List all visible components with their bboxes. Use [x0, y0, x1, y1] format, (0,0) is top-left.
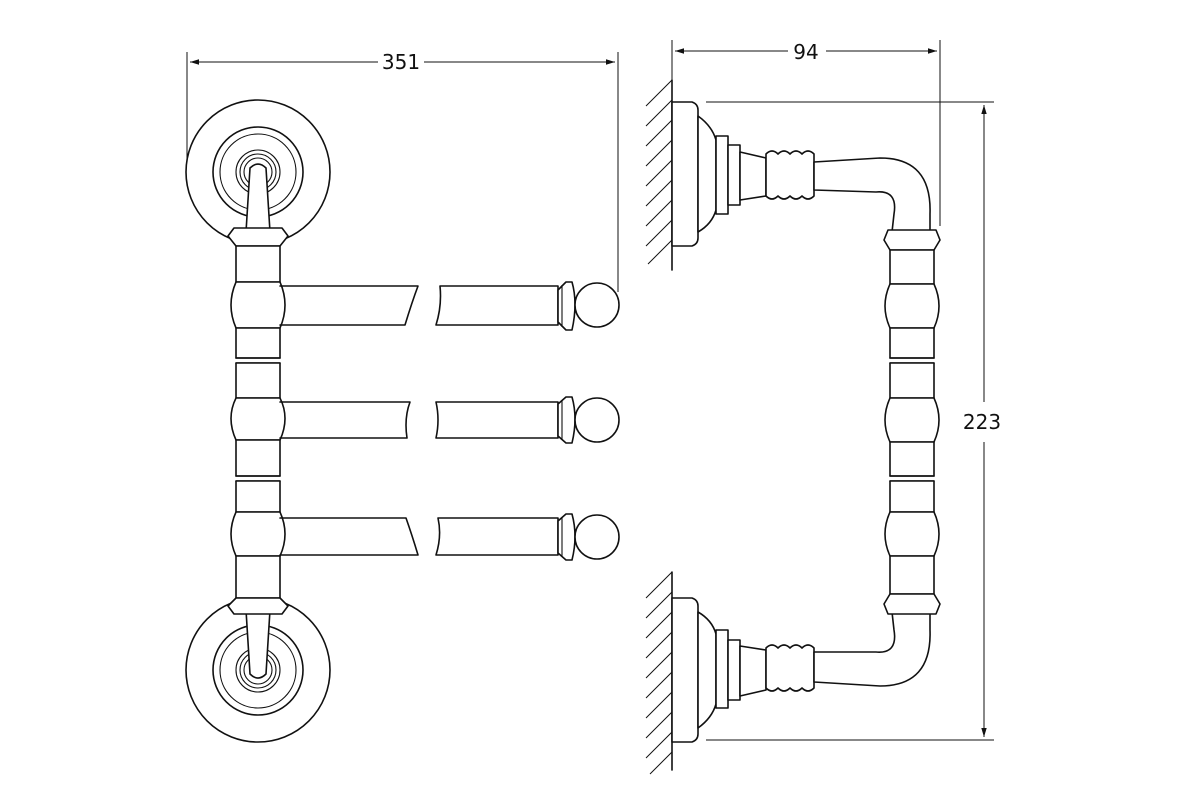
swing-arm-3 [279, 513, 620, 561]
depth-dimension-label: 94 [793, 40, 818, 64]
swing-arm-2 [279, 396, 620, 444]
depth-dimension: 94 [671, 40, 941, 226]
front-view: 351 [185, 50, 620, 743]
top-wall-rosette [185, 99, 331, 245]
width-dimension: 351 [186, 50, 619, 292]
bottom-wall-rosette [185, 597, 331, 743]
side-vertical-column [883, 229, 941, 615]
height-dimension-label: 223 [963, 410, 1001, 434]
side-view: 94 223 [645, 40, 1001, 775]
wall-hatching-bottom [645, 571, 673, 775]
width-dimension-label: 351 [382, 50, 420, 74]
height-dimension: 223 [706, 101, 1001, 741]
bottom-wall-bracket [671, 597, 931, 743]
wall-hatching-top [645, 79, 673, 271]
swing-arm-1 [279, 281, 620, 331]
vertical-column [227, 227, 289, 615]
top-wall-bracket [671, 101, 931, 247]
